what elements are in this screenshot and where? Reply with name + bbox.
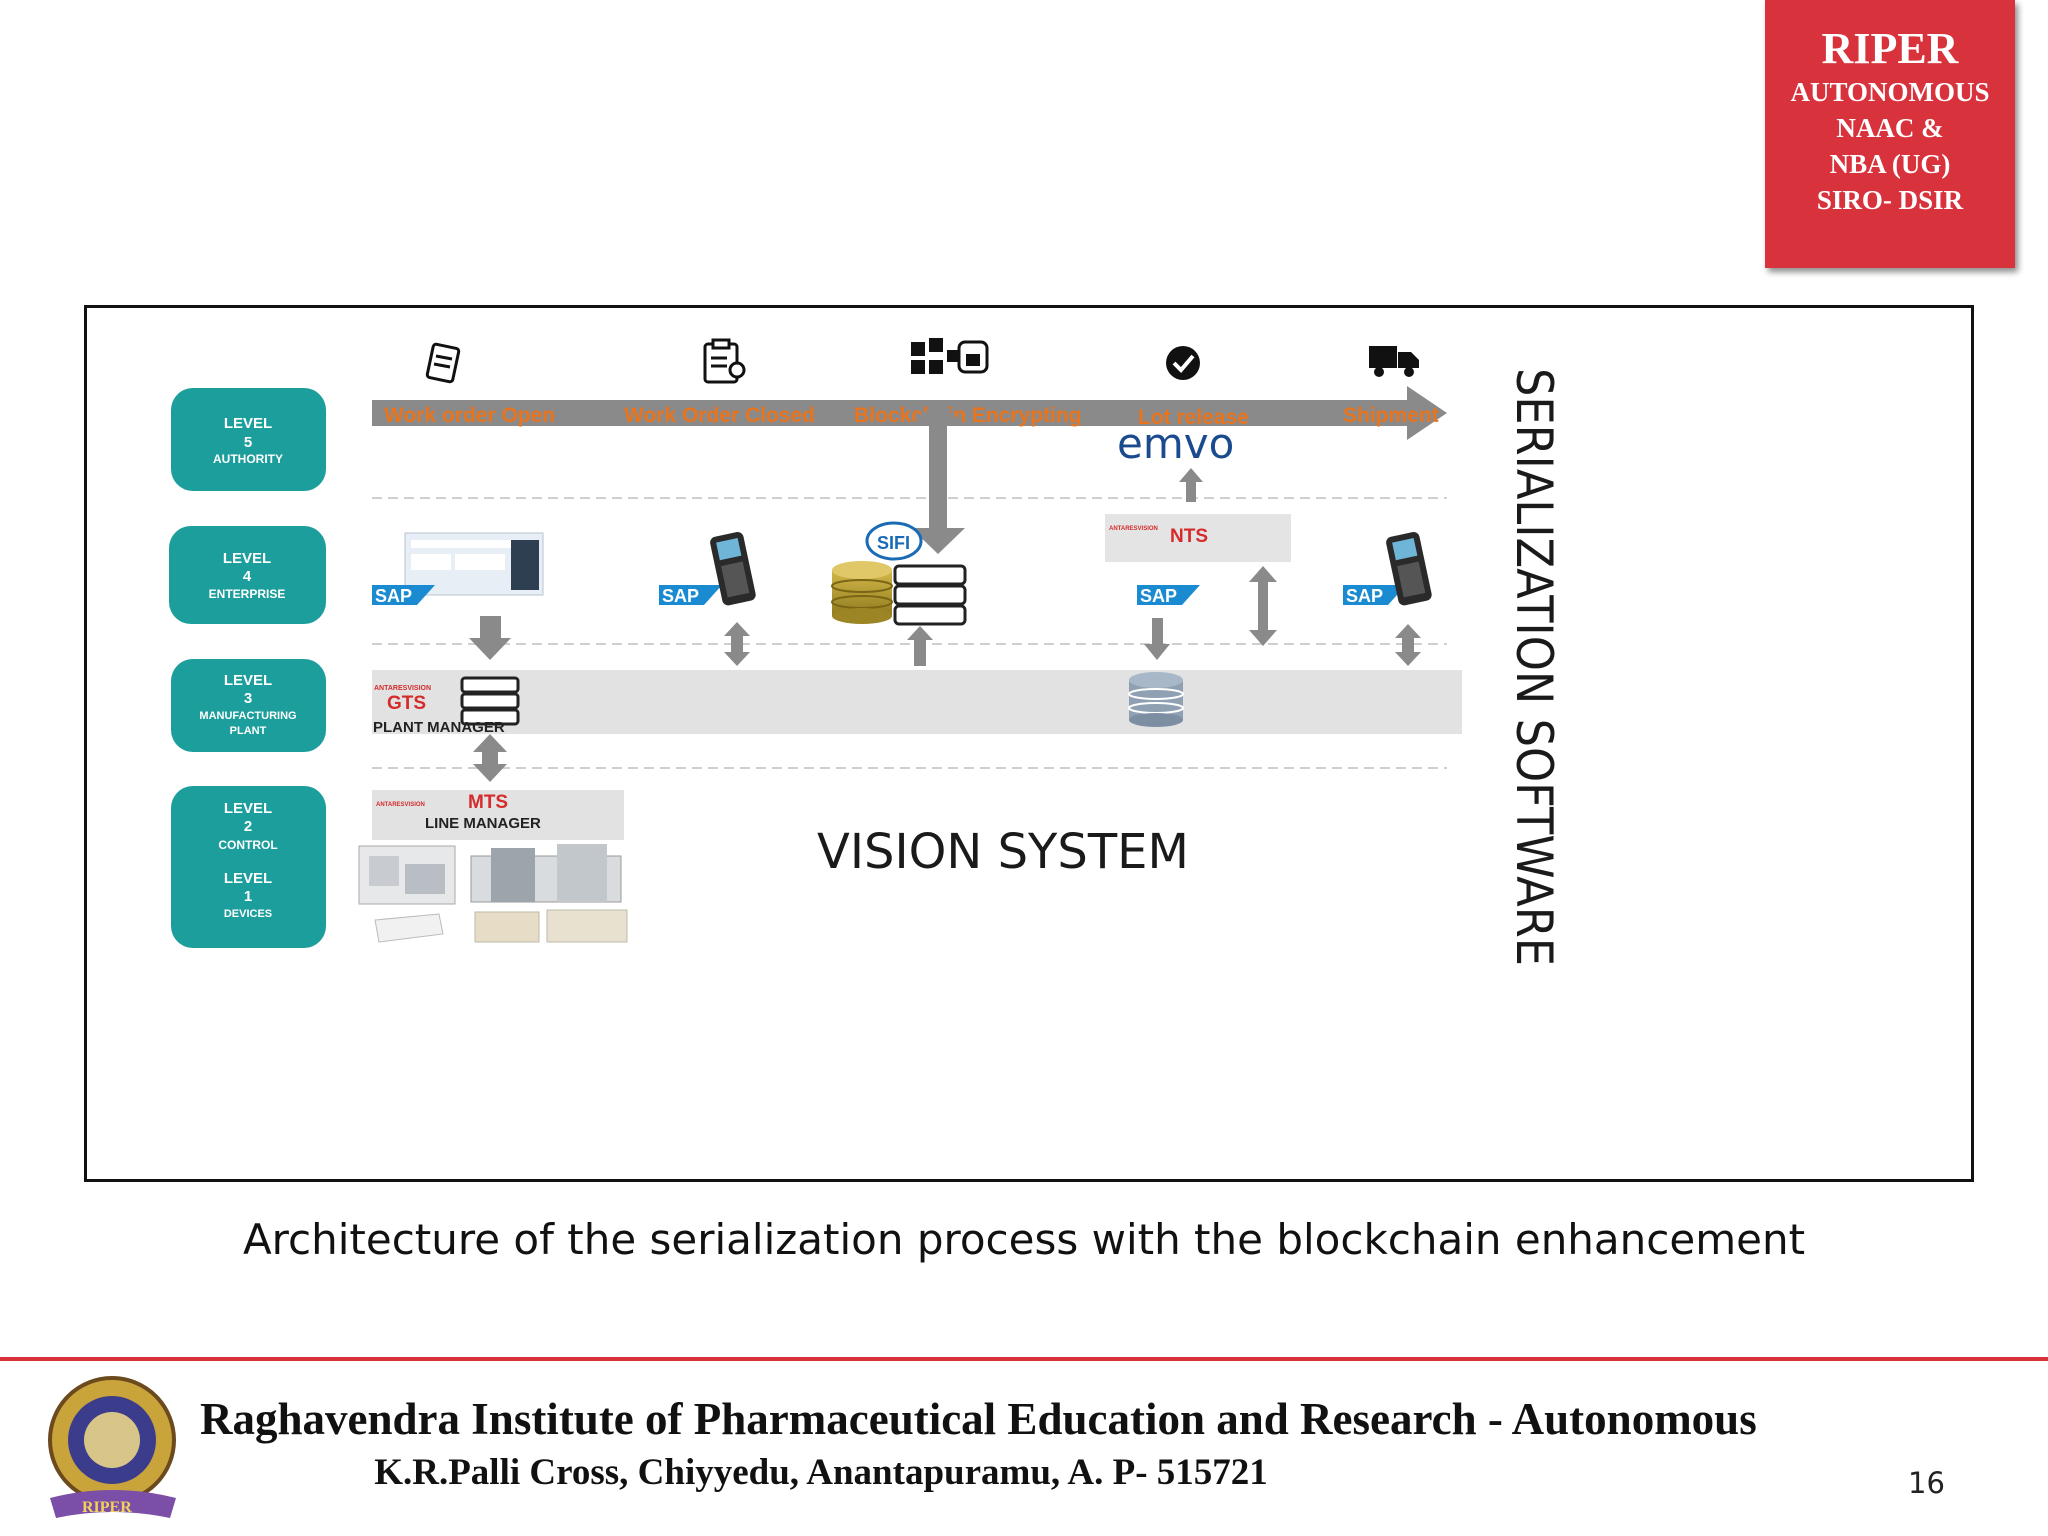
gts-label: GTS: [387, 693, 426, 714]
handheld-scanner-image: [1386, 532, 1432, 606]
page-number: 16: [1908, 1466, 1945, 1500]
badge-line: NAAC &: [1836, 113, 1944, 143]
sifi-logo: SIFI: [865, 521, 923, 561]
level-5-word: LEVEL: [224, 415, 272, 432]
stage-work-order-open: Work order Open: [384, 404, 555, 427]
handheld-scanner-image: [710, 532, 756, 606]
database-icon: [831, 561, 893, 624]
nts-box: [1105, 514, 1291, 562]
boxes-image: [374, 909, 628, 943]
server-icon: [893, 564, 967, 626]
blockchain-icon: [911, 338, 989, 374]
nts-label: NTS: [1170, 526, 1208, 547]
institute-address: K.R.Palli Cross, Chiyyedu, Anantapuramu,…: [374, 1452, 1268, 1493]
sap-logo: [1343, 585, 1406, 605]
figure-caption: Architecture of the serialization proces…: [242, 1215, 1806, 1264]
level-2-name: CONTROL: [218, 838, 277, 852]
sap-text: SAP: [375, 586, 412, 606]
vision-system-label: VISION SYSTEM: [817, 824, 1189, 880]
level-2-1-pill: [171, 786, 326, 948]
level-arrows: [469, 566, 1421, 782]
level-2-word: LEVEL: [224, 800, 272, 817]
mts-vendor-label: ANTARESVISION: [376, 802, 425, 808]
sap-text: SAP: [1346, 586, 1383, 606]
emvo-logo: emvo: [1117, 419, 1234, 468]
level-3-name: MANUFACTURING: [199, 710, 296, 722]
level-4-pill: [169, 526, 326, 624]
level-1-word: LEVEL: [224, 870, 272, 887]
stage-lot-release: Lot release: [1138, 406, 1249, 429]
checkmark-badge-icon: [1166, 346, 1200, 380]
level-separators: [372, 497, 1447, 769]
work-order-icon: [425, 342, 461, 384]
sap-logo: [659, 585, 722, 605]
serialization-software-label: SERIALIZATION SOFTWARE: [1505, 368, 1563, 966]
level-3-word: LEVEL: [224, 672, 272, 689]
level-3-name-2: PLANT: [230, 725, 267, 737]
diagram-canvas: Work order Open Work Order Closed Blockc…: [169, 338, 1563, 966]
mts-label: MTS: [468, 792, 508, 813]
badge-line: AUTONOMOUS: [1790, 77, 1990, 107]
level-1-name: DEVICES: [224, 908, 272, 920]
sap-logo: [372, 585, 435, 605]
badge-line: NBA (UG): [1829, 149, 1951, 179]
sap-text: SAP: [662, 586, 699, 606]
plant-database-icon: [1128, 672, 1184, 727]
badge-line: SIRO- DSIR: [1816, 185, 1964, 215]
level-4-number: 4: [243, 568, 252, 585]
sap-text: SAP: [1140, 586, 1177, 606]
line-manager-label: LINE MANAGER: [425, 815, 541, 832]
process-arrow: [372, 386, 1447, 440]
stage-work-order-closed: Work Order Closed: [624, 404, 815, 427]
plant-manager-band: [372, 670, 1462, 734]
plant-manager-label: PLANT MANAGER: [373, 719, 505, 736]
logo-text: RIPER: [82, 1499, 132, 1516]
packaging-machine-image: [358, 844, 622, 905]
sap-dashboard-image: [404, 532, 544, 596]
badge-title: RIPER: [1821, 24, 1959, 73]
sap-logo: [1137, 585, 1200, 605]
accreditation-badge: RIPER AUTONOMOUS NAAC & NBA (UG) SIRO- D…: [1765, 0, 2015, 268]
mts-box: [372, 790, 624, 840]
architecture-diagram: Work order Open Work Order Closed Blockc…: [84, 305, 1974, 1182]
clipboard-icon: [703, 338, 746, 384]
level-1-number: 1: [244, 888, 252, 905]
footer-divider: [0, 1357, 2048, 1361]
level-5-number: 5: [244, 434, 252, 451]
level-2-number: 2: [244, 818, 252, 835]
stage-blockchain-encrypting: Blockchain Encrypting: [854, 404, 1082, 427]
institute-logo: RIPER: [48, 1376, 176, 1518]
level-4-name: ENTERPRISE: [209, 587, 286, 601]
truck-icon: [1369, 346, 1419, 377]
level-4-word: LEVEL: [223, 550, 271, 567]
institute-name: Raghavendra Institute of Pharmaceutical …: [200, 1394, 1757, 1444]
nts-vendor-label: ANTARESVISION: [1109, 526, 1158, 532]
blockchain-double-arrow: [911, 400, 965, 554]
level-5-name: AUTHORITY: [213, 452, 283, 466]
level-5-pill: [171, 388, 326, 491]
level-3-number: 3: [244, 690, 252, 707]
stage-shipment: Shipment: [1343, 404, 1439, 427]
level-3-pill: [171, 659, 326, 752]
gts-server-icon: [460, 676, 520, 726]
gts-vendor-label: ANTARESVISION: [374, 685, 431, 692]
sifi-text: SIFI: [877, 533, 910, 553]
emvo-up-arrow: [1179, 468, 1203, 502]
